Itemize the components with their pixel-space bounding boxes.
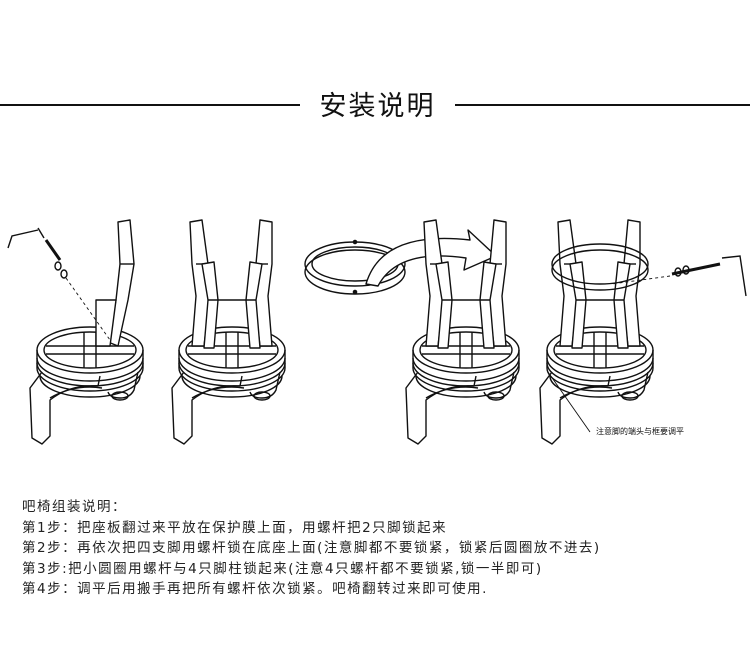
instruction-step-1: 第1步：把座板翻过来平放在保护膜上面，用螺杆把2只脚锁起来 <box>22 519 448 536</box>
assembly-diagram: 注意脚的端头与框要调平 <box>7 219 747 445</box>
step2-illustration <box>171 219 286 445</box>
step1-illustration <box>7 219 144 445</box>
section-header: 安装说明 <box>0 82 750 128</box>
diagram-note: 注意脚的端头与框要调平 <box>596 426 684 436</box>
instructions: 吧椅组装说明： 第1步：把座板翻过来平放在保护膜上面，用螺杆把2只脚锁起来 第2… <box>22 497 742 600</box>
step4-illustration: 注意脚的端头与框要调平 <box>539 219 747 445</box>
page-title: 安装说明 <box>319 91 436 122</box>
instruction-step-3: 第3步:把小圆圈用螺杆与4只脚柱锁起来(注意4只螺杆都不要锁紧,锁一半即可) <box>22 560 543 577</box>
header-rule-right <box>455 104 750 106</box>
instruction-step-4: 第4步：调平后用搬手再把所有螺杆依次锁紧。吧椅翻转过来即可使用. <box>22 581 488 597</box>
instruction-step-2: 第2步：再依次把四支脚用螺杆锁在底座上面(注意脚都不要锁紧，锁紧后圆圈放不进去) <box>22 540 601 556</box>
instructions-heading: 吧椅组装说明： <box>22 499 127 515</box>
header-rule-left <box>0 104 300 106</box>
